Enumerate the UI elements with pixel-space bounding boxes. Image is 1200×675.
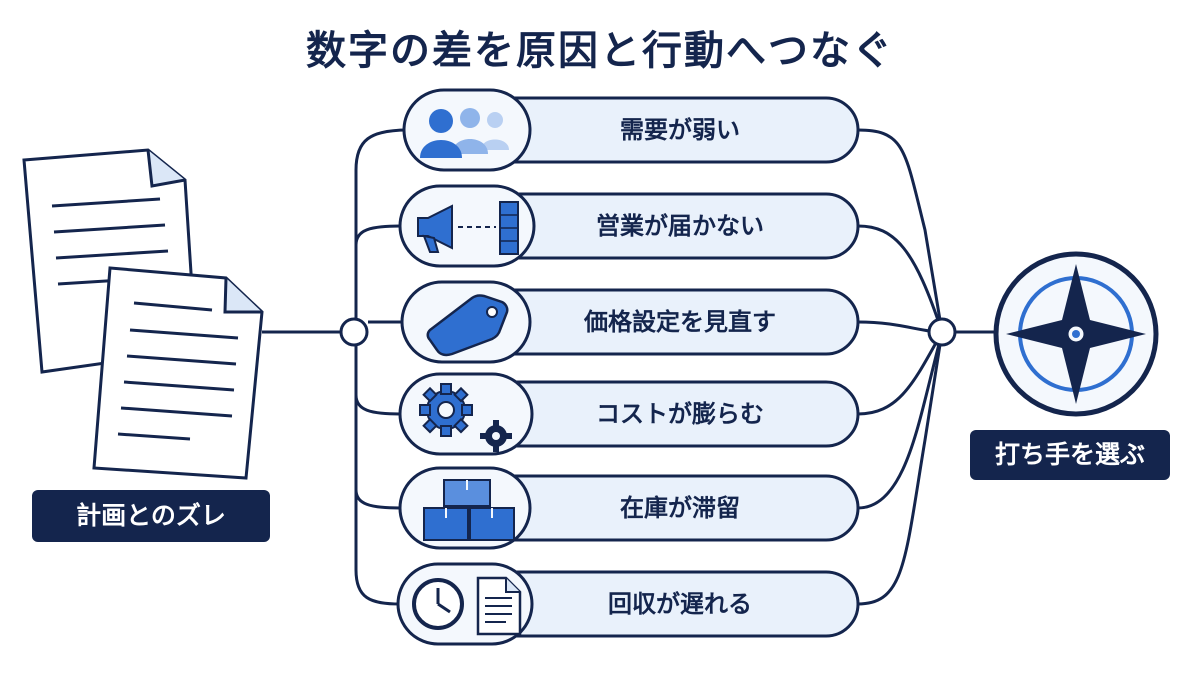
left-branch-4 bbox=[354, 394, 401, 416]
plan-document-front-icon bbox=[92, 266, 264, 480]
cause-label-5: 在庫が滞留 bbox=[620, 494, 740, 522]
right-line-2 bbox=[857, 224, 944, 333]
cause-label-4: コストが膨らむ bbox=[596, 400, 764, 428]
cause-label-6: 回収が遅れる bbox=[608, 590, 752, 618]
right-line-1 bbox=[857, 128, 944, 333]
gears-icon bbox=[419, 383, 512, 452]
left-trunk bbox=[354, 128, 409, 606]
left-branch-5 bbox=[354, 489, 401, 510]
cause-label-2: 営業が届かない bbox=[596, 212, 764, 240]
left-hub-node bbox=[339, 317, 369, 347]
page-title: 数字の差を原因と行動へつなぐ bbox=[306, 28, 894, 74]
choose-action-label: 打ち手を選ぶ bbox=[970, 430, 1170, 480]
right-hub-node bbox=[927, 317, 957, 347]
cause-label-1: 需要が弱い bbox=[620, 116, 740, 144]
left-branch-2 bbox=[354, 224, 401, 246]
right-line-6 bbox=[857, 331, 944, 606]
price-tag-icon bbox=[426, 294, 509, 357]
right-line-5 bbox=[857, 331, 944, 510]
people-icon bbox=[420, 108, 509, 158]
clock-icon bbox=[412, 578, 464, 630]
plan-gap-label: 計画とのズレ bbox=[32, 490, 270, 542]
boxes-icon bbox=[423, 479, 515, 541]
megaphone-icon bbox=[417, 201, 519, 255]
invoice-document-icon bbox=[476, 576, 522, 636]
cause-label-3: 価格設定を見直す bbox=[584, 308, 776, 336]
compass-icon bbox=[993, 251, 1159, 417]
right-line-4 bbox=[857, 331, 944, 416]
